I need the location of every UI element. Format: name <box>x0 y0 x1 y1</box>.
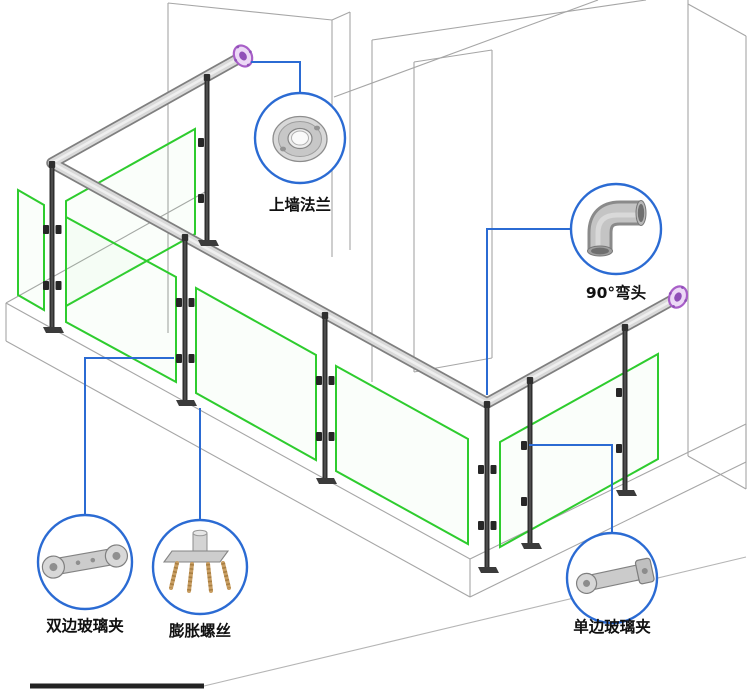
callout-label-expansion-bolt: 膨胀螺丝 <box>169 621 231 640</box>
post-right-1 <box>521 377 542 549</box>
glass-panel-front-3 <box>335 364 469 546</box>
elbow-icon <box>587 200 647 257</box>
leader-elbow-90 <box>486 228 571 395</box>
railing-posts <box>43 74 637 573</box>
post-corner-left <box>43 161 64 333</box>
leader-single-glass-clamp <box>529 444 613 533</box>
single-clamp-icon <box>575 557 655 595</box>
glass-panel-front-2 <box>195 286 317 462</box>
callout-double-glass-clamp: 双边玻璃夹 <box>36 513 134 635</box>
callout-circle-expansion-bolt <box>151 518 249 616</box>
glass-panel-front-1 <box>65 215 177 384</box>
post-front-3 <box>316 312 337 484</box>
callout-label-wall-flange: 上墙法兰 <box>269 195 331 214</box>
leader-wall-flange <box>251 61 301 93</box>
expansion-bolt-icon <box>162 529 231 593</box>
callout-label-single-glass-clamp: 单边玻璃夹 <box>573 617 651 636</box>
wall-flange-left-marker <box>232 44 254 68</box>
callout-circle-elbow-90 <box>569 182 663 276</box>
flange-icon <box>272 115 328 163</box>
left-wall <box>167 0 599 333</box>
double-clamp-icon <box>41 544 129 579</box>
callout-label-elbow-90: 90°弯头 <box>586 283 647 302</box>
callout-single-glass-clamp: 单边玻璃夹 <box>565 531 659 636</box>
post-return <box>198 74 219 246</box>
floor-slab <box>5 191 747 598</box>
leader-lines <box>84 61 613 533</box>
handrail <box>46 50 684 409</box>
callout-label-double-glass-clamp: 双边玻璃夹 <box>46 616 124 635</box>
glass-panels <box>17 127 659 549</box>
wall-flange-right-marker <box>667 285 689 309</box>
callout-wall-flange: 上墙法兰 <box>253 91 347 214</box>
post-front-2 <box>176 234 197 406</box>
glass-panel-right <box>499 352 659 549</box>
callout-elbow-90: 90°弯头 <box>569 182 663 302</box>
glass-panel-left-end <box>17 188 45 312</box>
callout-expansion-bolt: 膨胀螺丝 <box>151 518 249 640</box>
post-corner-right <box>478 401 499 573</box>
leader-double-glass-clamp <box>84 357 174 515</box>
post-right-2 <box>616 324 637 496</box>
